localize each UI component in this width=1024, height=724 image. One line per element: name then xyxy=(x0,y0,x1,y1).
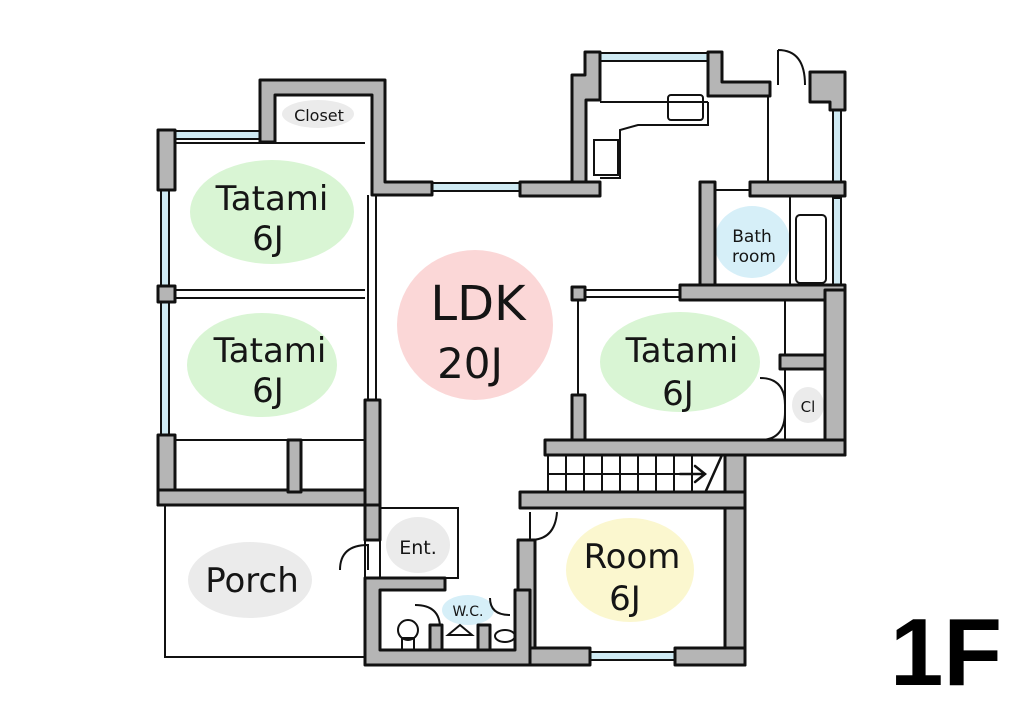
bath-blob xyxy=(714,206,790,278)
room-labels: Tatami 6J Tatami 6J LDK 20J Tatami 6J Ba… xyxy=(205,106,815,620)
window xyxy=(174,130,262,140)
closet-label: Closet xyxy=(294,106,344,125)
ldk-label: LDK xyxy=(430,276,527,332)
ldk-size: 20J xyxy=(437,339,503,388)
porch-blob xyxy=(188,542,312,618)
ent-blob xyxy=(386,517,450,573)
closet-blob xyxy=(282,100,354,128)
room-label: Room xyxy=(584,537,681,577)
tatami-1-blob xyxy=(190,160,354,264)
ent-label: Ent. xyxy=(399,537,437,559)
floor-label: 1F xyxy=(890,599,1002,706)
tatami-2-label: Tatami xyxy=(213,331,327,371)
window xyxy=(832,109,842,186)
tatami-3-blob xyxy=(600,312,760,412)
wc-label: W.C. xyxy=(453,604,484,620)
window xyxy=(160,189,170,291)
stairs xyxy=(548,453,724,495)
tatami-1-label: Tatami xyxy=(215,179,329,219)
room-highlights xyxy=(187,100,824,625)
window xyxy=(160,299,170,436)
tatami-2-blob xyxy=(187,313,337,417)
window xyxy=(429,182,523,192)
walls xyxy=(156,50,847,667)
tatami-3-label: Tatami xyxy=(625,331,739,371)
window xyxy=(599,52,711,62)
window xyxy=(589,651,679,661)
tatami-1-size: 6J xyxy=(252,219,284,259)
cl-label: Cl xyxy=(801,398,816,416)
window xyxy=(832,197,842,286)
ldk-blob xyxy=(397,250,553,400)
bath-label: Bath xyxy=(732,227,772,247)
porch-label: Porch xyxy=(205,561,299,601)
wc-blob xyxy=(442,595,494,625)
room-size: 6J xyxy=(609,579,641,619)
cl-blob xyxy=(792,387,824,423)
bath-label-2: room xyxy=(732,247,776,267)
tatami-2-size: 6J xyxy=(252,371,284,411)
tatami-3-size: 6J xyxy=(662,374,694,414)
room-blob xyxy=(566,518,694,622)
